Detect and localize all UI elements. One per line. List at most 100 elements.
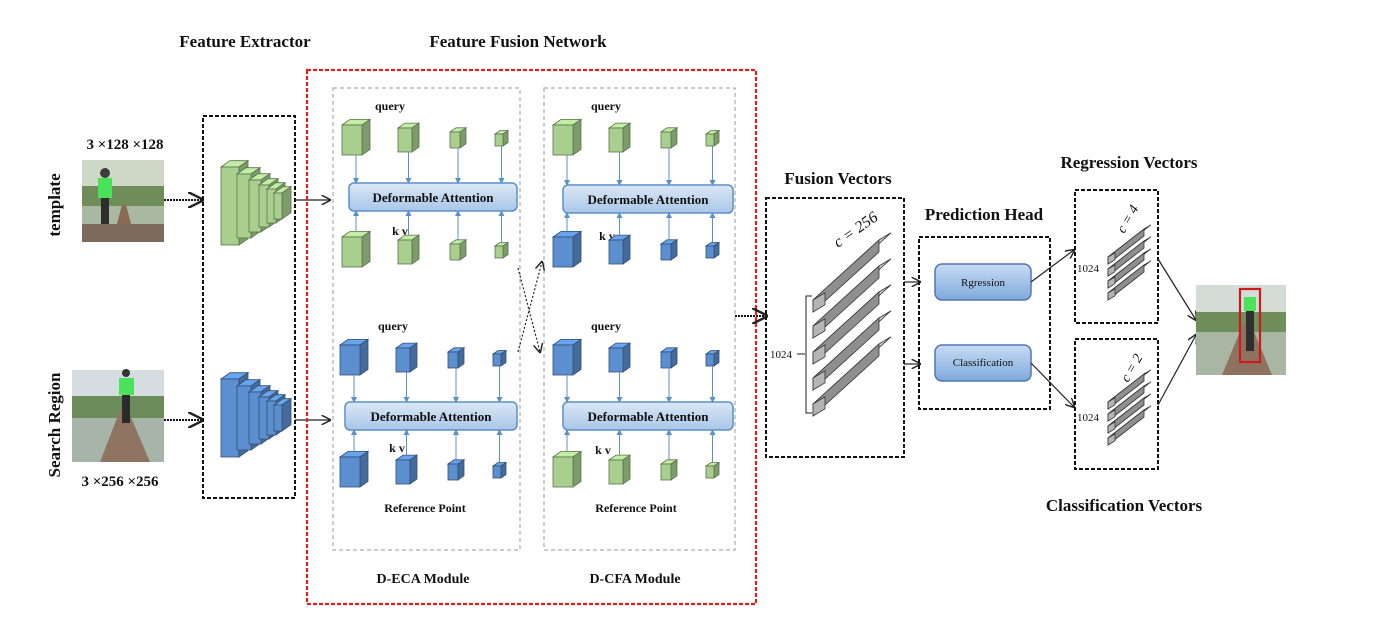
feature-map-cube bbox=[338, 450, 370, 488]
output-tracking-image bbox=[1196, 285, 1286, 375]
classification-vectors-title: Classification Vectors bbox=[1046, 496, 1203, 515]
feature-extractor-title: Feature Extractor bbox=[179, 32, 311, 51]
feature-map-cube bbox=[551, 230, 583, 268]
feature-map-cube bbox=[340, 118, 372, 156]
tracking-bounding-box bbox=[1238, 287, 1262, 364]
cfa-module-label: D-CFA Module bbox=[589, 572, 680, 587]
feature-map-cube bbox=[704, 241, 721, 259]
eca-module-label: D-ECA Module bbox=[377, 572, 470, 587]
feature-map-cube bbox=[607, 342, 632, 373]
vector-prism bbox=[812, 232, 892, 313]
feature-map-cube bbox=[448, 239, 468, 261]
feature-map-cube bbox=[338, 338, 370, 376]
feature-map-cube bbox=[551, 338, 583, 376]
feature-extractor-box bbox=[202, 115, 296, 499]
feature-map-cube bbox=[551, 118, 583, 156]
search-region-image bbox=[72, 369, 164, 462]
vector-prism bbox=[812, 258, 892, 339]
feature-map-cube bbox=[394, 342, 419, 373]
vector-prism bbox=[812, 310, 892, 391]
cfa-query-bottom: query bbox=[591, 319, 621, 333]
cfa-attention-bottom: Deformable Attention bbox=[562, 401, 734, 431]
cnn-layer bbox=[272, 397, 293, 432]
eca-query-top: query bbox=[375, 99, 405, 113]
feature-map-cube bbox=[446, 347, 466, 369]
eca-kv-top: k v bbox=[392, 224, 408, 238]
eca-query-bottom: query bbox=[378, 319, 408, 333]
cnn-layer bbox=[272, 185, 293, 220]
classification-vector-bars bbox=[1107, 369, 1152, 446]
regression-c-label: c = 4 bbox=[1114, 203, 1142, 236]
svg-text:Rgression: Rgression bbox=[961, 277, 1006, 289]
feature-map-cube bbox=[396, 122, 421, 153]
vector-prism bbox=[1107, 236, 1152, 277]
feature-map-cube bbox=[704, 349, 721, 367]
template-image bbox=[82, 160, 164, 242]
svg-text:Classification: Classification bbox=[953, 357, 1014, 369]
vector-prism bbox=[812, 336, 892, 417]
feature-map-cube bbox=[607, 454, 632, 485]
fusion-dim-label: 1024 bbox=[770, 349, 793, 361]
feature-map-cube bbox=[607, 234, 632, 265]
feature-extractor-blue-stack bbox=[219, 371, 293, 458]
regression-vector-bars bbox=[1107, 224, 1152, 301]
classification-block: Classification bbox=[934, 344, 1032, 382]
feature-map-cube bbox=[659, 459, 679, 481]
regression-block: Rgression bbox=[934, 263, 1032, 301]
vector-prism bbox=[1107, 393, 1152, 434]
cfa-attention-top: Deformable Attention bbox=[562, 184, 734, 214]
svg-text:Deformable Attention: Deformable Attention bbox=[373, 190, 495, 205]
cross-connection-arrows bbox=[517, 262, 542, 352]
feature-map-cube bbox=[659, 347, 679, 369]
svg-text:Deformable Attention: Deformable Attention bbox=[371, 409, 493, 424]
feature-map-cube bbox=[396, 234, 421, 265]
fusion-vector-bars bbox=[812, 232, 892, 417]
feature-map-cube bbox=[448, 127, 468, 149]
feature-map-cube bbox=[493, 241, 510, 259]
feature-map-cube bbox=[607, 122, 632, 153]
vector-prism bbox=[1107, 369, 1152, 410]
cfa-kv-bottom: k v bbox=[595, 443, 611, 457]
vector-prism bbox=[1107, 260, 1152, 301]
template-dims: 3 ×128 ×128 bbox=[86, 137, 163, 153]
feature-map-cube bbox=[659, 239, 679, 261]
fusion-vectors-box bbox=[765, 197, 905, 458]
eca-attention-bottom: Deformable Attention bbox=[344, 401, 518, 431]
feature-fusion-box bbox=[305, 68, 758, 606]
classification-dim-label: 1024 bbox=[1077, 412, 1100, 424]
prediction-head-title: Prediction Head bbox=[925, 205, 1044, 224]
cfa-module-box bbox=[543, 87, 736, 551]
fusion-vectors-title: Fusion Vectors bbox=[784, 169, 892, 188]
regression-vectors-title: Regression Vectors bbox=[1060, 153, 1197, 172]
feature-fusion-title: Feature Fusion Network bbox=[429, 32, 607, 51]
feature-map-cube bbox=[704, 129, 721, 147]
svg-text:Deformable Attention: Deformable Attention bbox=[588, 192, 710, 207]
search-dims: 3 ×256 ×256 bbox=[81, 474, 159, 490]
feature-map-cube bbox=[340, 230, 372, 268]
vector-prism bbox=[812, 284, 892, 365]
vector-prism bbox=[1107, 381, 1152, 422]
feature-map-cube bbox=[704, 461, 721, 479]
cfa-reference-point: Reference Point bbox=[595, 501, 676, 515]
feature-map-cube bbox=[493, 129, 510, 147]
eca-kv-bottom: k v bbox=[389, 441, 405, 455]
eca-reference-point: Reference Point bbox=[384, 501, 465, 515]
feature-extractor-green-stack bbox=[219, 159, 293, 246]
vector-prism bbox=[1107, 248, 1152, 289]
cfa-query-top: query bbox=[591, 99, 621, 113]
eca-module-box bbox=[332, 87, 521, 551]
feature-map-cube bbox=[659, 127, 679, 149]
search-region-label: Search Region bbox=[45, 372, 64, 478]
vector-prism bbox=[1107, 405, 1152, 446]
svg-text:Deformable Attention: Deformable Attention bbox=[588, 409, 710, 424]
template-label: template bbox=[45, 173, 64, 237]
feature-map-cube bbox=[551, 450, 583, 488]
regression-dim-label: 1024 bbox=[1077, 263, 1100, 275]
feature-map-cube bbox=[491, 461, 508, 479]
attention-feature-maps bbox=[338, 118, 721, 488]
feature-map-cube bbox=[394, 454, 419, 485]
feature-map-cube bbox=[491, 349, 508, 367]
classification-vectors-box bbox=[1074, 338, 1159, 470]
prediction-head-box bbox=[918, 236, 1051, 410]
